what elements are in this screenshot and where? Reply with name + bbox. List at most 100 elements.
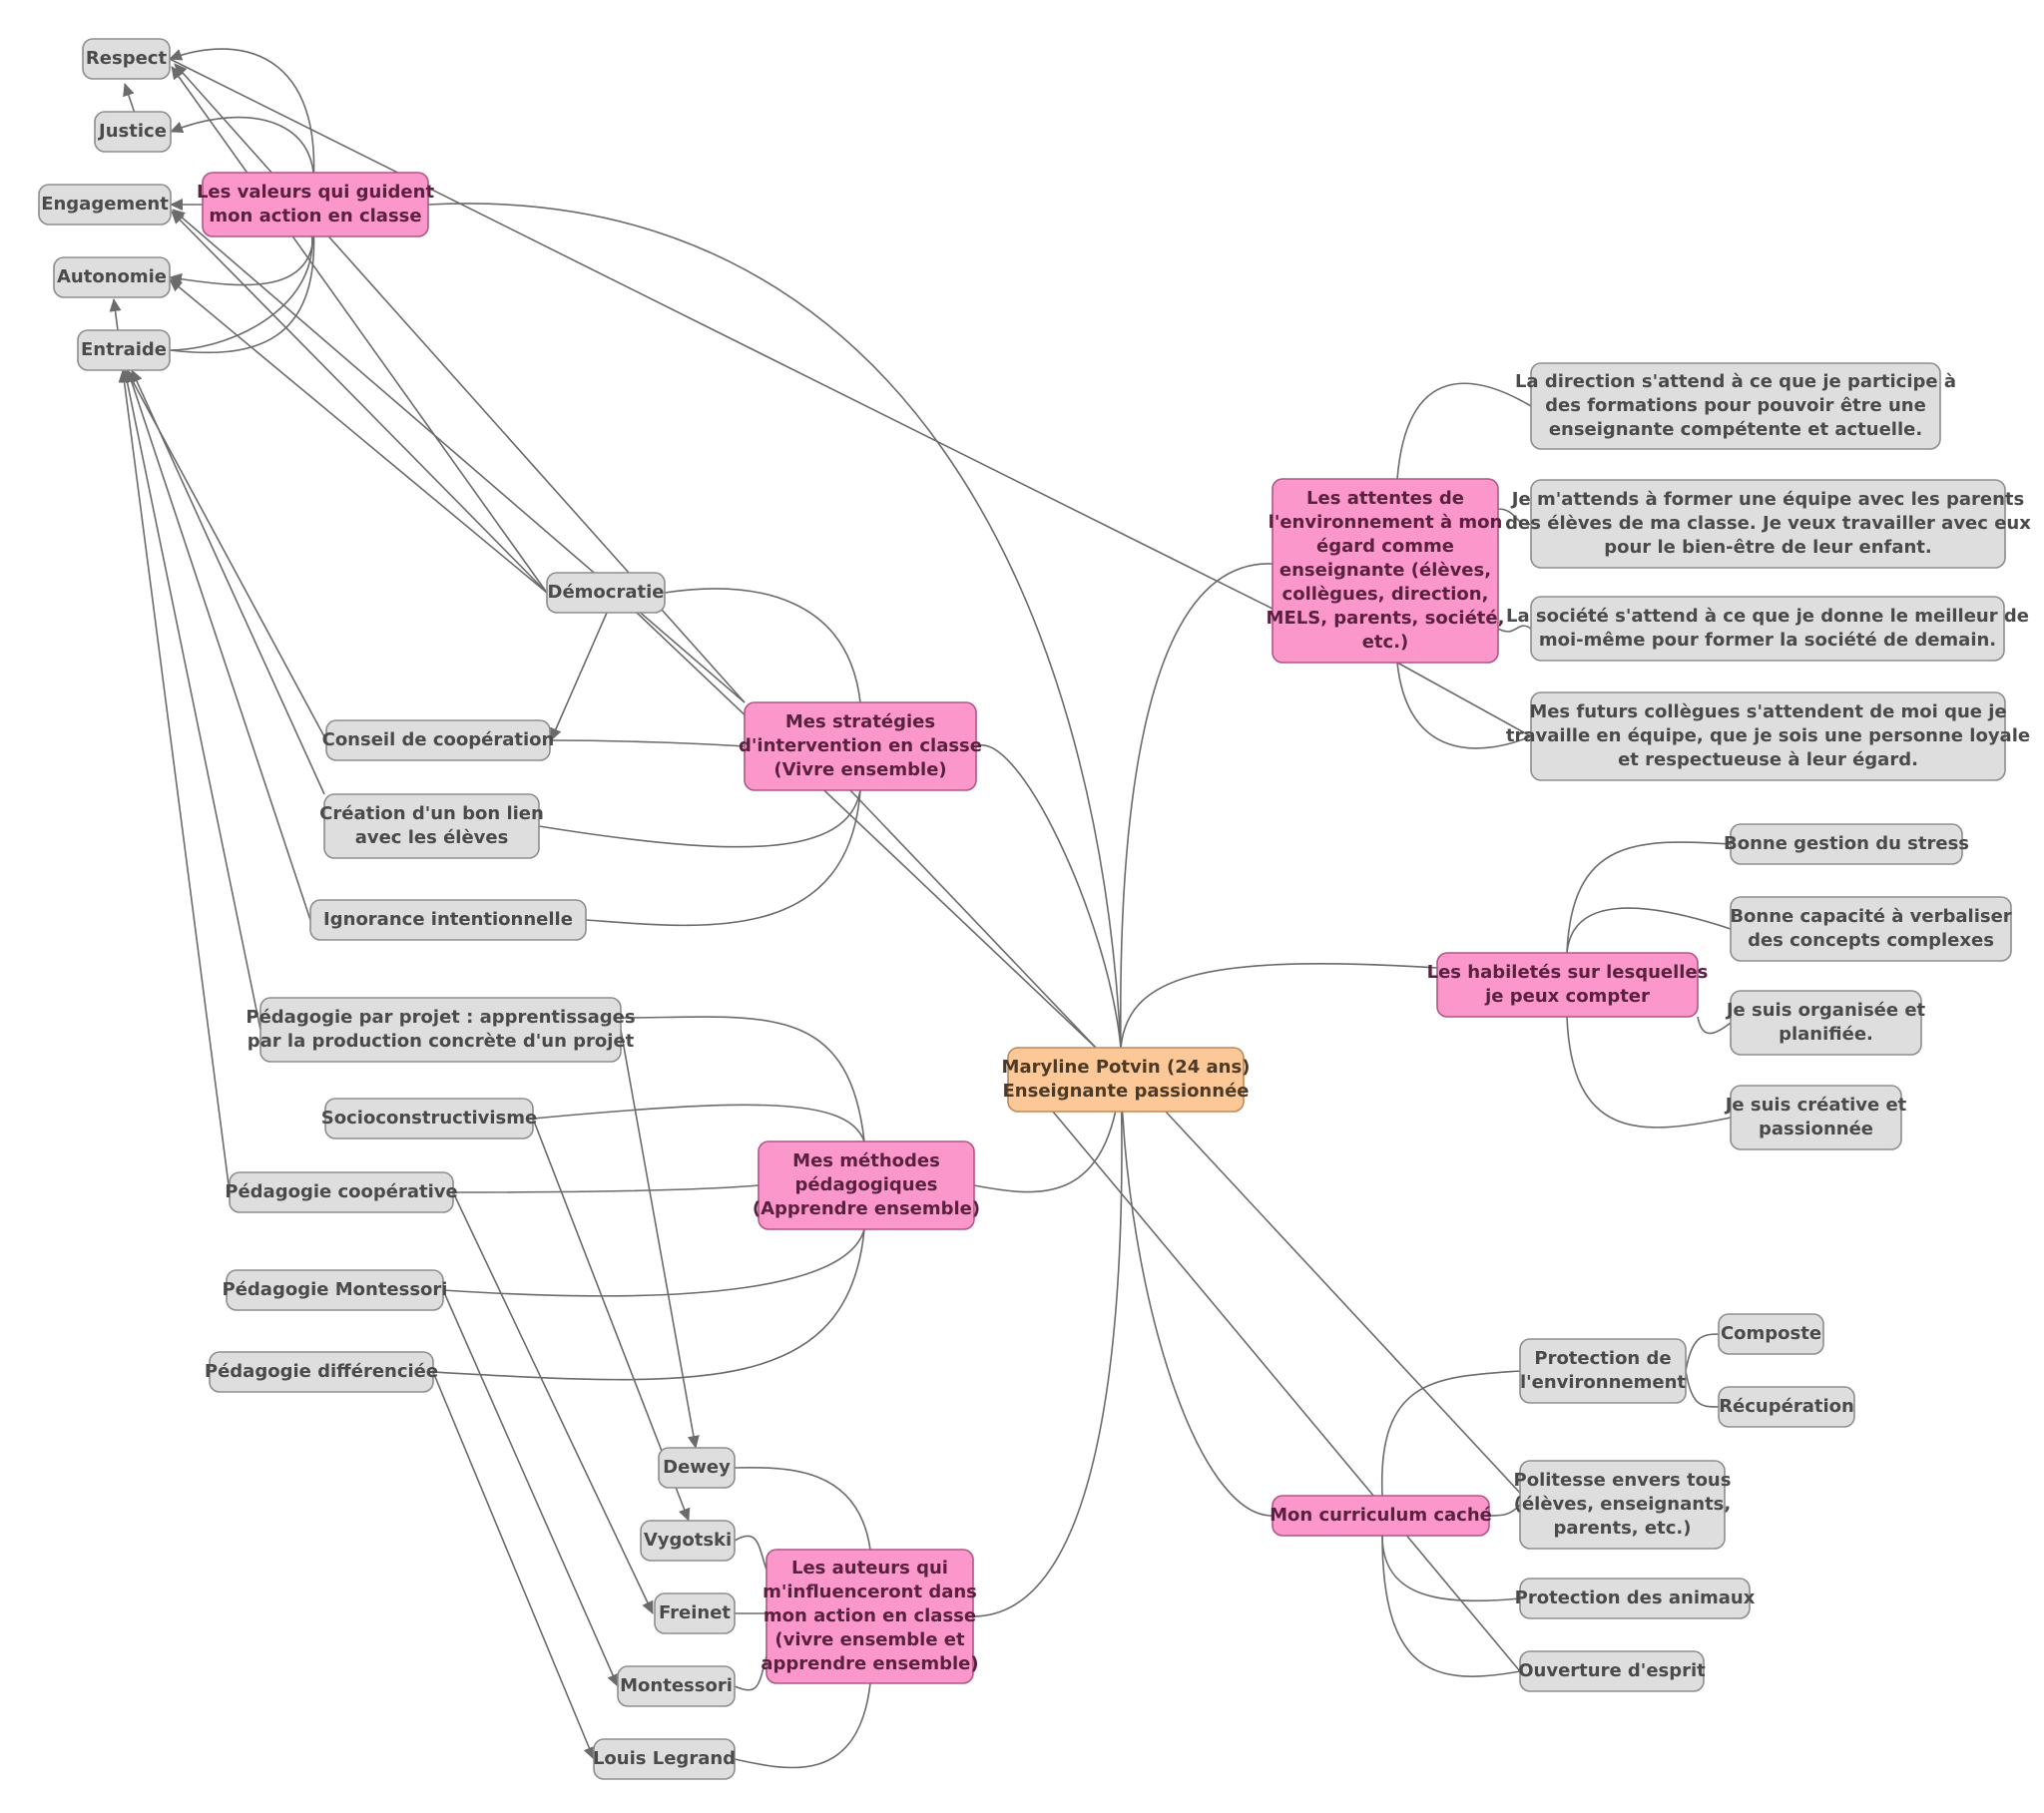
node-politesse-label: Politesse envers tous	[1514, 1470, 1732, 1491]
node-protection-animaux[interactable]: Protection des animaux	[1515, 1578, 1756, 1619]
node-politesse[interactable]: Politesse envers tous (élèves, enseignant…	[1514, 1460, 1732, 1550]
topic-methodes-label: Mes méthodes	[792, 1150, 940, 1171]
node-louis-legrand-label: Louis Legrand	[593, 1748, 736, 1769]
connector-line	[452, 1184, 760, 1193]
topic-methodes-label: pédagogiques	[794, 1174, 937, 1195]
node-creative-box	[1730, 1085, 1902, 1150]
node-freinet-label: Freinet	[659, 1602, 731, 1623]
arrow-connector	[171, 66, 548, 594]
node-attente-parents[interactable]: Je m'attends à former une équipe avec le…	[1505, 479, 2031, 569]
connector-line	[664, 588, 861, 703]
node-pedagogie-cooperative[interactable]: Pédagogie coopérative	[225, 1171, 458, 1213]
node-attente-collegues[interactable]: Mes futurs collègues s'attendent de moi …	[1506, 691, 2030, 781]
topic-methodes-box	[758, 1140, 975, 1230]
connector-line	[620, 1016, 865, 1142]
node-pedagogie-differenciee-label: Pédagogie différenciée	[205, 1361, 438, 1382]
topic-strategies-box	[744, 701, 977, 791]
arrow-connector	[172, 209, 746, 703]
node-democratie-box	[546, 572, 666, 614]
node-vygotski-box	[640, 1520, 736, 1562]
topic-auteurs-label: apprendre ensemble)	[761, 1653, 978, 1674]
arrow-connector	[620, 1029, 700, 1449]
node-pedagogie-montessori[interactable]: Pédagogie Montessori	[223, 1269, 448, 1311]
node-ouverture-esprit-box	[1519, 1650, 1705, 1692]
node-engagement-label: Engagement	[41, 194, 169, 215]
central-topic-label: Maryline Potvin (24 ans)	[1002, 1057, 1251, 1078]
node-democratie[interactable]: Démocratie	[546, 572, 666, 614]
topic-strategies-label: Mes stratégies	[785, 711, 935, 732]
connector-line	[1052, 1111, 1521, 1672]
topic-attentes-label: égard comme	[1316, 536, 1454, 557]
node-justice[interactable]: Justice	[94, 111, 172, 153]
node-dewey[interactable]: Dewey	[658, 1447, 736, 1489]
central-topic[interactable]: Maryline Potvin (24 ans)Enseignante pass…	[1002, 1047, 1251, 1113]
node-autonomie[interactable]: Autonomie	[53, 256, 171, 298]
connector-line	[538, 789, 861, 848]
node-protection-environnement[interactable]: Protection del'environnement	[1519, 1338, 1687, 1404]
topic-attentes[interactable]: Les attentes del'environnement à monégar…	[1267, 478, 1505, 664]
node-freinet[interactable]: Freinet	[654, 1592, 736, 1634]
node-attente-direction[interactable]: La direction s'attend à ce que je partic…	[1515, 362, 1956, 450]
node-verbaliser-label: Bonne capacité à verbaliser	[1730, 906, 2011, 927]
node-pedagogie-projet[interactable]: Pédagogie par projet : apprentissagespar…	[246, 997, 636, 1063]
node-louis-legrand[interactable]: Louis Legrand	[593, 1738, 736, 1780]
central-topic-box	[1007, 1047, 1245, 1113]
node-attente-direction-label: enseignante compétente et actuelle.	[1549, 419, 1922, 440]
node-attente-collegues-label: Mes futurs collègues s'attendent de moi …	[1529, 701, 2006, 722]
connector-line	[169, 58, 1274, 610]
node-entraide[interactable]: Entraide	[77, 329, 171, 371]
node-conseil-cooperation[interactable]: Conseil de coopération	[322, 719, 555, 761]
node-attente-collegues-box	[1530, 691, 2006, 781]
connector-line	[1566, 907, 1732, 954]
node-gestion-stress-label: Bonne gestion du stress	[1724, 833, 1969, 854]
node-ignorance-intentionnelle[interactable]: Ignorance intentionnelle	[309, 899, 587, 941]
node-gestion-stress[interactable]: Bonne gestion du stress	[1724, 823, 1969, 865]
node-respect[interactable]: Respect	[82, 38, 171, 80]
node-montessori[interactable]: Montessori	[617, 1665, 736, 1707]
node-socioconstructivisme-box	[324, 1098, 534, 1139]
connector-line	[532, 1104, 865, 1142]
node-ouverture-esprit[interactable]: Ouverture d'esprit	[1518, 1650, 1706, 1692]
topic-attentes-label: MELS, parents, société,	[1267, 608, 1505, 629]
node-ouverture-esprit-label: Ouverture d'esprit	[1518, 1660, 1706, 1681]
node-composte[interactable]: Composte	[1718, 1313, 1824, 1355]
node-dewey-label: Dewey	[663, 1457, 731, 1478]
arrow-connector	[452, 1191, 654, 1614]
node-attente-parents-label: pour le bien-être de leur enfant.	[1604, 537, 1932, 558]
node-recuperation-label: Récupération	[1719, 1396, 1854, 1417]
node-recuperation[interactable]: Récupération	[1718, 1386, 1855, 1428]
node-organisee-label: Je suis organisée et	[1725, 1000, 1926, 1021]
connector-line	[549, 739, 746, 747]
connector-line	[1165, 1111, 1532, 1506]
node-respect-box	[82, 38, 171, 80]
node-socioconstructivisme[interactable]: Socioconstructivisme	[321, 1098, 537, 1139]
connector-line	[972, 1077, 1123, 1617]
node-composte-box	[1718, 1313, 1824, 1355]
node-attente-parents-box	[1530, 479, 2006, 569]
node-vygotski[interactable]: Vygotski	[640, 1520, 736, 1562]
node-protection-environnement-label: l'environnement	[1520, 1372, 1686, 1393]
topic-curriculum[interactable]: Mon curriculum caché	[1270, 1495, 1492, 1537]
node-attente-societe[interactable]: La société s'attend à ce que je donne le…	[1506, 596, 2029, 662]
node-pedagogie-differenciee[interactable]: Pédagogie différenciée	[205, 1351, 438, 1393]
arrow-connector	[169, 48, 315, 206]
connector-line	[585, 789, 861, 927]
connector-line	[1497, 625, 1532, 633]
node-engagement[interactable]: Engagement	[38, 184, 172, 226]
topic-auteurs-label: mon action en classe	[764, 1605, 976, 1626]
node-protection-animaux-label: Protection des animaux	[1515, 1587, 1756, 1608]
node-politesse-label: (élèves, enseignants,	[1514, 1494, 1732, 1515]
connector-line	[1497, 508, 1532, 526]
connector-line	[1120, 963, 1438, 1049]
node-conseil-cooperation-label: Conseil de coopération	[322, 729, 555, 750]
topic-attentes-label: collègues, direction,	[1282, 584, 1489, 605]
